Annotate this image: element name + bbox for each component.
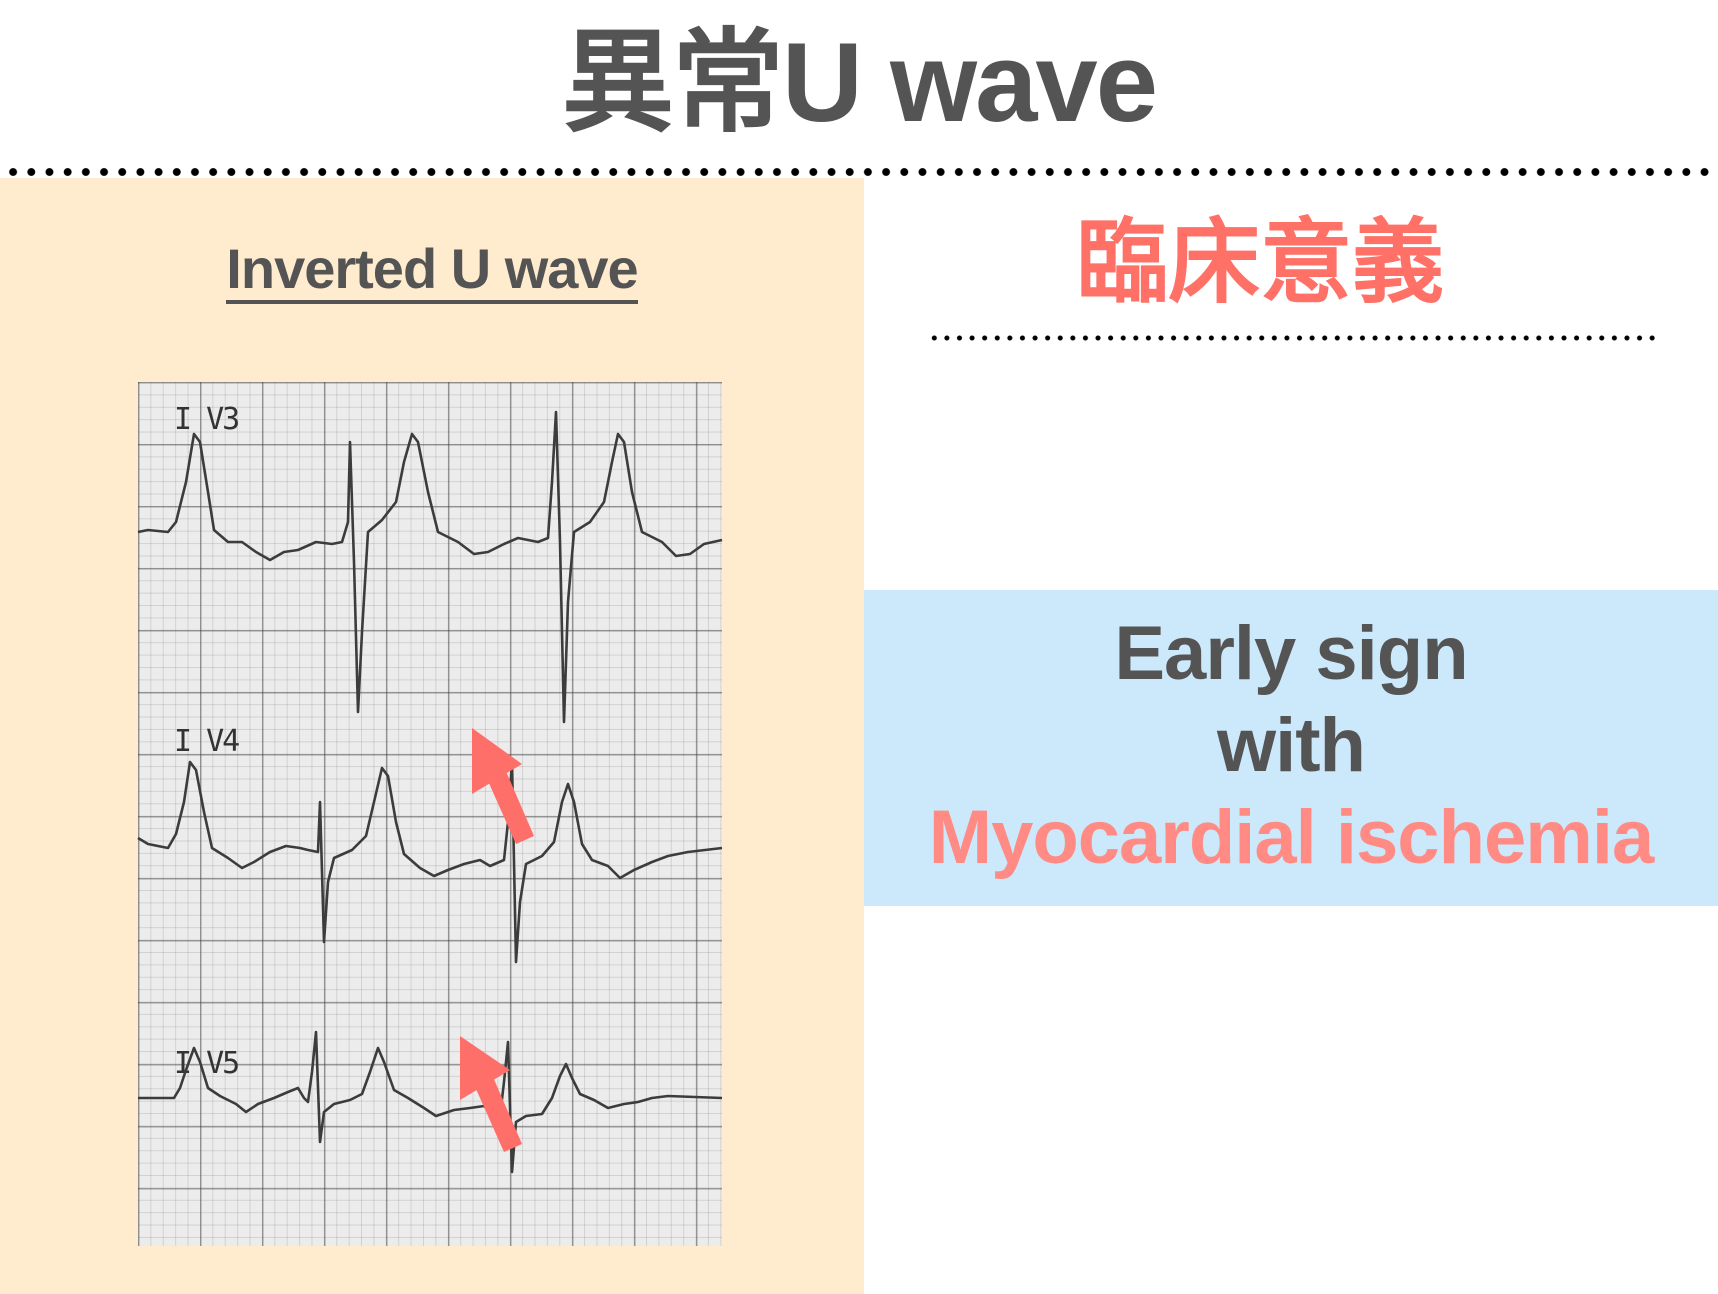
inverted-u-wave-heading: Inverted U wave xyxy=(0,236,864,304)
heading-text: Inverted U wave xyxy=(226,237,639,304)
ecg-traces xyxy=(137,410,723,1174)
note-line-2: with xyxy=(1217,703,1366,788)
clinical-significance-heading: 臨床意義 xyxy=(1075,212,1444,314)
note-line-1: Early sign xyxy=(1114,611,1468,696)
arrow-icon xyxy=(460,1036,522,1152)
dotted-separator xyxy=(928,334,1656,342)
slide-title: 異常U wave xyxy=(562,20,1158,145)
ecg-strip-image: I V3 I V4 I V5 xyxy=(137,382,723,1246)
clinical-note-box: Early sign with Myocardial ischemia xyxy=(864,590,1718,906)
dotted-divider xyxy=(0,166,1718,178)
note-line-3-highlight: Myocardial ischemia xyxy=(928,795,1654,880)
arrow-icon xyxy=(472,728,534,844)
lead-label-v3: I V3 xyxy=(174,402,240,437)
lead-label-v4: I V4 xyxy=(174,724,240,759)
left-panel: Inverted U wave I V3 I V4 I V5 xyxy=(0,178,864,1294)
arrow-overlay xyxy=(460,728,534,1152)
